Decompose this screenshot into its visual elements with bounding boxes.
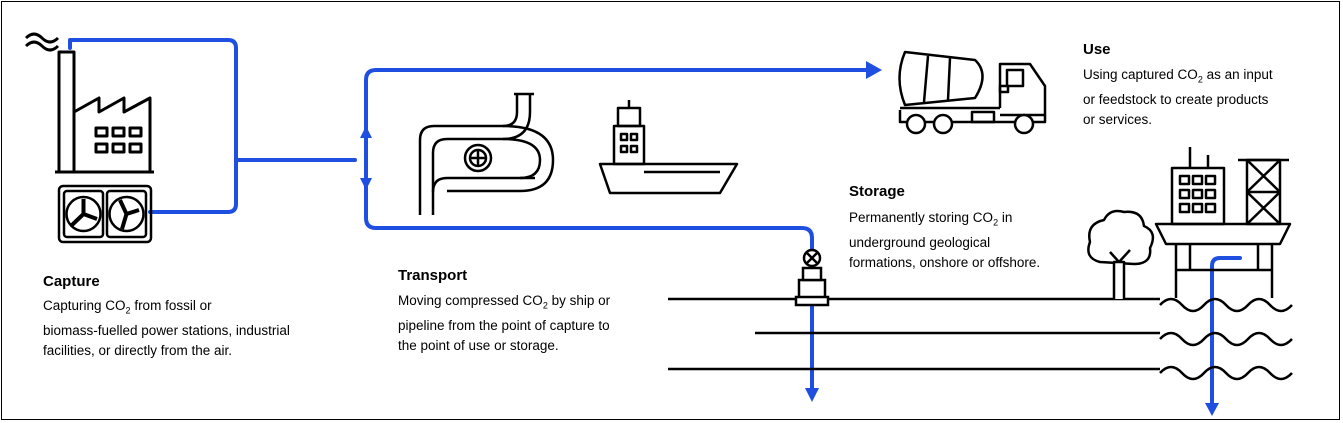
flow-offshore-injection xyxy=(1210,256,1242,407)
use-line-2: or feedstock to create products xyxy=(1083,92,1269,108)
use-line-1-post: as an input xyxy=(1202,67,1273,82)
transport-title: Transport xyxy=(398,267,468,284)
transport-subscript: 2 xyxy=(542,300,548,311)
transport-description: Moving compressed CO2 by ship or pipelin… xyxy=(398,291,610,355)
arrow-to-use xyxy=(866,61,882,79)
transport-line-2: pipeline from the point of capture to xyxy=(398,318,610,334)
storage-line-1-post: in xyxy=(998,210,1013,225)
valve-wellhead-icon xyxy=(794,248,830,307)
offshore-platform-icon xyxy=(1154,147,1292,298)
transport-line-1: Moving compressed CO2 by ship or xyxy=(398,291,610,316)
transport-line-3: the point of use or storage. xyxy=(398,337,559,353)
use-title: Use xyxy=(1083,41,1111,58)
cement-truck-icon xyxy=(898,50,1047,135)
tree-icon xyxy=(1087,209,1155,299)
flow-to-use xyxy=(364,68,870,162)
ground-strata xyxy=(668,297,1160,371)
ship-icon xyxy=(598,100,739,195)
storage-line-1-pre: Permanently storing CO xyxy=(849,210,994,225)
arrow-offshore-down xyxy=(1205,403,1219,416)
arrow-onshore-down xyxy=(805,388,819,402)
capture-subscript: 2 xyxy=(125,305,131,316)
sea-waves xyxy=(1159,297,1293,381)
use-subscript: 2 xyxy=(1197,74,1203,85)
capture-description: Capturing CO2 from fossil or biomass-fue… xyxy=(43,296,290,360)
capture-line-1: Capturing CO2 from fossil or xyxy=(43,296,290,321)
flow-from-fans xyxy=(148,148,238,214)
capture-line-1-pre: Capturing CO xyxy=(43,298,126,313)
storage-description: Permanently storing CO2 in underground g… xyxy=(849,208,1040,272)
use-line-3: or services. xyxy=(1083,111,1153,127)
arrowheads xyxy=(360,61,1219,416)
use-description: Using captured CO2 as an input or feedst… xyxy=(1083,65,1273,129)
storage-line-1: Permanently storing CO2 in xyxy=(849,208,1040,233)
capture-line-1-post: from fossil or xyxy=(130,298,212,313)
pipeline-icon xyxy=(418,92,555,215)
transport-line-1-pre: Moving compressed CO xyxy=(398,293,543,308)
co2-flow-lines xyxy=(68,38,1242,407)
storage-line-2: underground geological xyxy=(849,235,991,251)
capture-title: Capture xyxy=(43,273,100,290)
use-line-1-pre: Using captured CO xyxy=(1083,67,1198,82)
flow-to-storage xyxy=(364,158,814,254)
capture-line-3: facilities, or directly from the air. xyxy=(43,342,233,358)
storage-title: Storage xyxy=(849,183,905,200)
direct-air-capture-fans-icon xyxy=(57,184,153,244)
flow-from-factory xyxy=(68,38,238,152)
use-line-1: Using captured CO2 as an input xyxy=(1083,65,1273,90)
storage-subscript: 2 xyxy=(993,217,999,228)
transport-line-1-post: by ship or xyxy=(547,293,611,308)
storage-line-3: formations, onshore or offshore. xyxy=(849,254,1041,270)
capture-line-2: biomass-fuelled power stations, industri… xyxy=(43,323,290,339)
factory-icon xyxy=(24,32,154,174)
